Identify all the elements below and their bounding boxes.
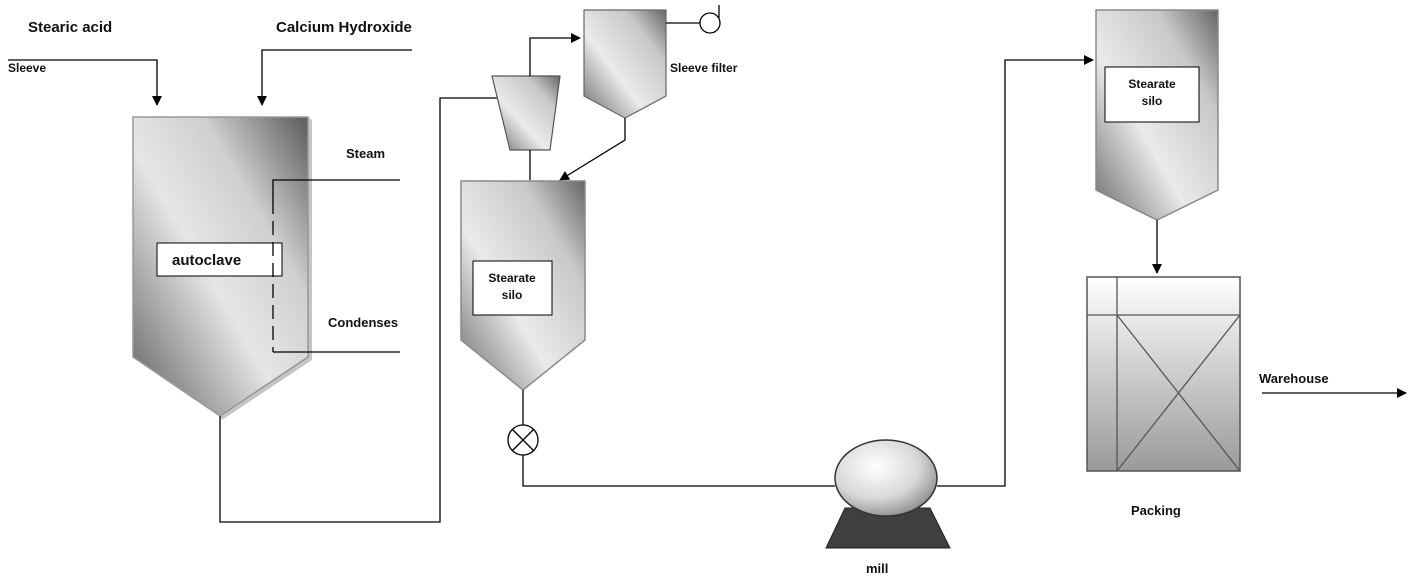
steam-label: Steam bbox=[346, 146, 385, 161]
autoclave-label: autoclave bbox=[172, 252, 241, 269]
stearate-silo-2-label-box bbox=[1104, 66, 1200, 123]
mill-label: mill bbox=[866, 561, 888, 576]
cyclone-separator bbox=[491, 75, 561, 151]
stearate-silo-1-label-line1: Stearate bbox=[488, 271, 536, 285]
packing-label: Packing bbox=[1131, 503, 1181, 518]
mill-body bbox=[834, 439, 938, 517]
sleeve-label: Sleeve bbox=[8, 61, 46, 75]
calcium-hydroxide-label: Calcium Hydroxide bbox=[276, 19, 412, 36]
stearate-silo-2-label-line2: silo bbox=[1142, 94, 1163, 108]
sleeve-filter-label: Sleeve filter bbox=[670, 61, 738, 75]
cyclone-to-filter-line bbox=[529, 33, 581, 76]
packing-machine bbox=[1086, 276, 1241, 472]
stearate-silo-1-label-box bbox=[472, 260, 553, 316]
autoclave-to-cyclone-line bbox=[219, 97, 497, 523]
stearic-acid-feed-line bbox=[8, 59, 162, 106]
stearate-silo-2-label-line1: Stearate bbox=[1128, 77, 1176, 91]
condenses-label: Condenses bbox=[328, 315, 398, 330]
stearic-acid-label: Stearic acid bbox=[28, 19, 112, 36]
sleeve-filter-vessel bbox=[583, 9, 667, 119]
calcium-hydroxide-feed-line bbox=[257, 49, 412, 106]
fan-icon bbox=[699, 12, 721, 34]
steam-line bbox=[272, 179, 400, 200]
valve-to-mill-line bbox=[522, 455, 835, 487]
filter-to-silo-line bbox=[559, 118, 626, 181]
mill-to-silo-2-line bbox=[937, 55, 1094, 487]
rotary-valve-icon bbox=[507, 424, 539, 456]
stearate-silo-1-label-line2: silo bbox=[502, 288, 523, 302]
autoclave-label-box bbox=[156, 242, 283, 277]
warehouse-label: Warehouse bbox=[1259, 371, 1329, 386]
